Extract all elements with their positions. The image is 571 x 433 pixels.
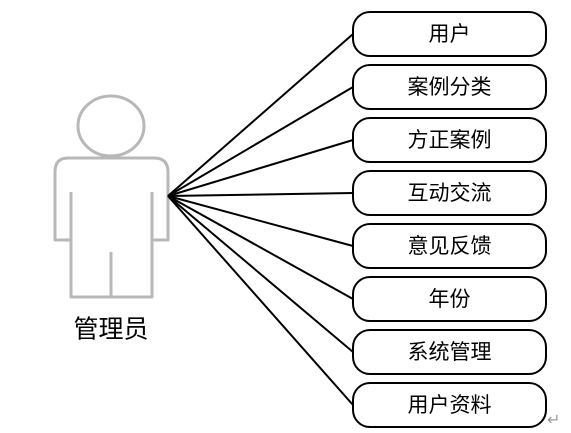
use-case-label: 互动交流: [408, 181, 492, 205]
use-case-label: 年份: [429, 287, 471, 311]
use-case-box: [352, 170, 547, 216]
use-case-node-4: 互动交流: [352, 170, 547, 216]
use-case-node-2: 案例分类: [352, 64, 547, 110]
actor-body: [53, 156, 170, 299]
use-case-label: 系统管理: [408, 340, 492, 364]
use-case-label: 案例分类: [408, 75, 492, 99]
actor-label: 管理员: [73, 315, 148, 344]
use-case-box: [352, 11, 547, 57]
actor-head: [76, 94, 146, 158]
use-case-box: [352, 329, 547, 375]
use-case-node-3: 方正案例: [352, 117, 547, 163]
use-case-node-6: 年份: [352, 276, 547, 322]
association-line-6: [167, 195, 354, 300]
use-case-box: [352, 117, 547, 163]
association-line-8: [167, 195, 354, 406]
use-case-label: 用户资料: [408, 393, 492, 417]
association-line-3: [167, 139, 354, 197]
use-case-box: [352, 223, 547, 269]
use-case-node-1: 用户: [352, 11, 547, 57]
use-case-node-8: 用户资料: [352, 382, 547, 428]
association-lines: [167, 33, 354, 406]
use-case-label: 用户: [429, 22, 471, 46]
use-case-label: 方正案例: [408, 128, 492, 152]
actor-figure: [53, 94, 170, 299]
association-line-5: [167, 195, 354, 247]
use-case-box: [352, 276, 547, 322]
association-line-4: [167, 192, 354, 197]
use-case-node-5: 意见反馈: [352, 223, 547, 269]
use-case-box: [352, 64, 547, 110]
association-line-2: [167, 86, 354, 197]
use-case-label: 意见反馈: [408, 234, 492, 258]
association-line-7: [167, 195, 354, 353]
paragraph-mark: ↵: [547, 410, 561, 429]
association-line-1: [167, 33, 354, 197]
use-case-node-7: 系统管理: [352, 329, 547, 375]
use-case-box: [352, 382, 547, 428]
